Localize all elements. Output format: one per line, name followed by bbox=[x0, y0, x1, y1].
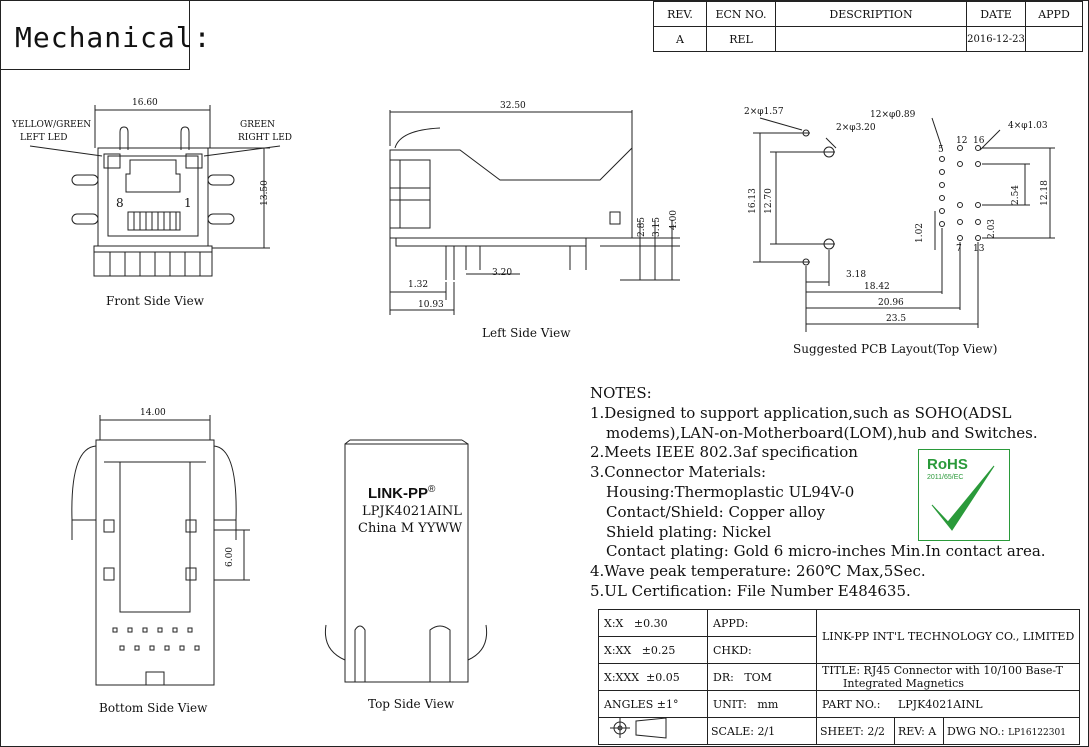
left-dim-4-00: 4.00 bbox=[669, 209, 680, 231]
pcb-pin-7: 7 bbox=[956, 244, 962, 254]
rev-value: A bbox=[653, 26, 707, 52]
pcb-dim-20-96: 20.96 bbox=[878, 298, 904, 308]
rohs-sub: 2011/65/EC bbox=[927, 474, 964, 481]
page-title: Mechanical: bbox=[15, 21, 212, 54]
unit-field: UNIT: mm bbox=[707, 690, 817, 718]
left-led-label-2: LEFT LED bbox=[20, 133, 68, 143]
scale-field: SCALE: 2/1 bbox=[707, 717, 817, 745]
left-dim-3-20: 3.20 bbox=[492, 268, 513, 278]
pcb-dim-16-13: 16.13 bbox=[747, 188, 758, 214]
left-view-caption: Left Side View bbox=[482, 326, 571, 340]
left-dim-2-85: 2.85 bbox=[637, 216, 648, 238]
origin-marking: China M YYWW bbox=[358, 521, 463, 536]
note-line: modems),LAN-on-Motherboard(LOM),hub and … bbox=[606, 423, 1038, 442]
front-height-dim: 13.50 bbox=[259, 180, 270, 206]
note-line: 3.Connector Materials: bbox=[590, 463, 767, 482]
note-line: Contact plating: Gold 6 micro-inches Min… bbox=[606, 542, 1046, 561]
left-length-dim: 32.50 bbox=[500, 101, 526, 111]
note-line: Contact/Shield: Copper alloy bbox=[606, 502, 826, 521]
appd-header: APPD bbox=[1025, 1, 1083, 27]
dwg-number: DWG NO.: LP16122301 bbox=[942, 717, 1081, 745]
angles-tolerance: ANGLES ±1° bbox=[598, 690, 708, 718]
pcb-view-drawing bbox=[753, 117, 1055, 332]
front-width-dim: 16.60 bbox=[132, 98, 158, 108]
description-value bbox=[775, 26, 967, 52]
notes-block: NOTES: 1.Designed to support application… bbox=[590, 384, 1046, 602]
pcb-dim-12-18: 12.18 bbox=[1039, 180, 1050, 206]
tol-xx: X:XX ±0.25 bbox=[598, 636, 708, 664]
pcb-dim-2-03: 2.03 bbox=[987, 218, 998, 240]
ecn-value: REL bbox=[706, 26, 776, 52]
note-line: Housing:Thermoplastic UL94V-0 bbox=[606, 482, 855, 501]
rohs-badge: RoHS 2011/65/EC bbox=[918, 449, 1010, 541]
pcb-hole-label-1: 2×φ1.57 bbox=[744, 107, 784, 117]
left-led-label-1: YELLOW/GREEN bbox=[12, 120, 92, 130]
left-dim-3-15: 3.15 bbox=[652, 216, 663, 238]
rohs-check-icon bbox=[931, 465, 995, 531]
projection-cell bbox=[598, 717, 708, 745]
bottom-width-dim: 14.00 bbox=[140, 408, 166, 418]
front-view-drawing bbox=[29, 105, 281, 277]
pcb-view-caption: Suggested PCB Layout(Top View) bbox=[793, 342, 998, 356]
chkd-field: CHKD: bbox=[707, 636, 817, 664]
pcb-pin-16: 16 bbox=[973, 136, 985, 146]
bottom-height-dim: 6.00 bbox=[225, 546, 236, 568]
appd-value bbox=[1025, 26, 1083, 52]
pcb-hole-label-2: 2×φ3.20 bbox=[836, 123, 876, 133]
pcb-dim-12-70: 12.70 bbox=[763, 188, 774, 214]
note-line: 1.Designed to support application,such a… bbox=[590, 403, 1012, 422]
rev-field: REV: A bbox=[893, 717, 944, 745]
brand-logo: LINK-PP® bbox=[368, 484, 436, 502]
top-view-caption: Top Side View bbox=[368, 697, 455, 711]
left-view-drawing bbox=[389, 110, 680, 315]
date-header: DATE bbox=[966, 1, 1026, 27]
pcb-pin-13: 13 bbox=[973, 244, 985, 254]
pcb-dim-23-5: 23.5 bbox=[886, 314, 907, 324]
notes-heading: NOTES: bbox=[590, 384, 652, 402]
pcb-hole-label-4: 4×φ1.03 bbox=[1008, 121, 1048, 131]
rohs-title: RoHS bbox=[927, 456, 968, 473]
left-dim-1-32: 1.32 bbox=[408, 280, 429, 290]
pcb-pin-5: 5 bbox=[938, 145, 944, 155]
note-line: 5.UL Certification: File Number E484635. bbox=[590, 581, 911, 600]
pcb-dim-1-02: 1.02 bbox=[915, 222, 926, 244]
title-box: Mechanical: bbox=[1, 1, 210, 70]
part-marking: LPJK4021AINL bbox=[362, 504, 462, 519]
part-number: PART NO.: LPJK4021AINL bbox=[815, 690, 1081, 718]
note-line: Shield plating: Nickel bbox=[606, 522, 772, 541]
note-line: 2.Meets IEEE 802.3af specification bbox=[590, 443, 858, 462]
pcb-pin-12: 12 bbox=[956, 136, 968, 146]
pcb-hole-label-3: 12×φ0.89 bbox=[870, 110, 916, 120]
right-led-label-1: GREEN bbox=[240, 120, 275, 130]
left-dim-10-93: 10.93 bbox=[418, 300, 444, 310]
pin-8-label: 8 bbox=[116, 196, 124, 210]
tol-x: X:X ±0.30 bbox=[598, 609, 708, 637]
pcb-dim-3-18: 3.18 bbox=[846, 270, 867, 280]
pcb-dim-2-54: 2.54 bbox=[1011, 184, 1022, 206]
revision-table: REV. ECN NO. DESCRIPTION DATE APPD A REL… bbox=[653, 1, 1083, 52]
top-view-drawing bbox=[324, 439, 488, 683]
drawn-by: DR: TOM bbox=[707, 663, 817, 691]
note-line: 4.Wave peak temperature: 260℃ Max,5Sec. bbox=[590, 562, 926, 581]
tol-xxx: X:XXX ±0.05 bbox=[598, 663, 708, 691]
right-led-label-2: RIGHT LED bbox=[238, 133, 292, 143]
title-block: X:X ±0.30 APPD: LINK-PP INT'L TECHNOLOGY… bbox=[598, 609, 1081, 745]
ecn-header: ECN NO. bbox=[706, 1, 776, 27]
company-name: LINK-PP INT'L TECHNOLOGY CO., LIMITED bbox=[815, 609, 1081, 664]
sheet-field: SHEET: 2/2 bbox=[816, 717, 895, 745]
front-view-caption: Front Side View bbox=[106, 294, 204, 308]
bottom-view-drawing bbox=[71, 415, 250, 686]
pcb-dim-18-42: 18.42 bbox=[864, 282, 890, 292]
appd-field: APPD: bbox=[707, 609, 817, 637]
drawing-title: TITLE: RJ45 Connector with 10/100 Base-T… bbox=[815, 663, 1081, 691]
pin-1-label: 1 bbox=[184, 196, 192, 210]
bottom-view-caption: Bottom Side View bbox=[99, 701, 208, 715]
